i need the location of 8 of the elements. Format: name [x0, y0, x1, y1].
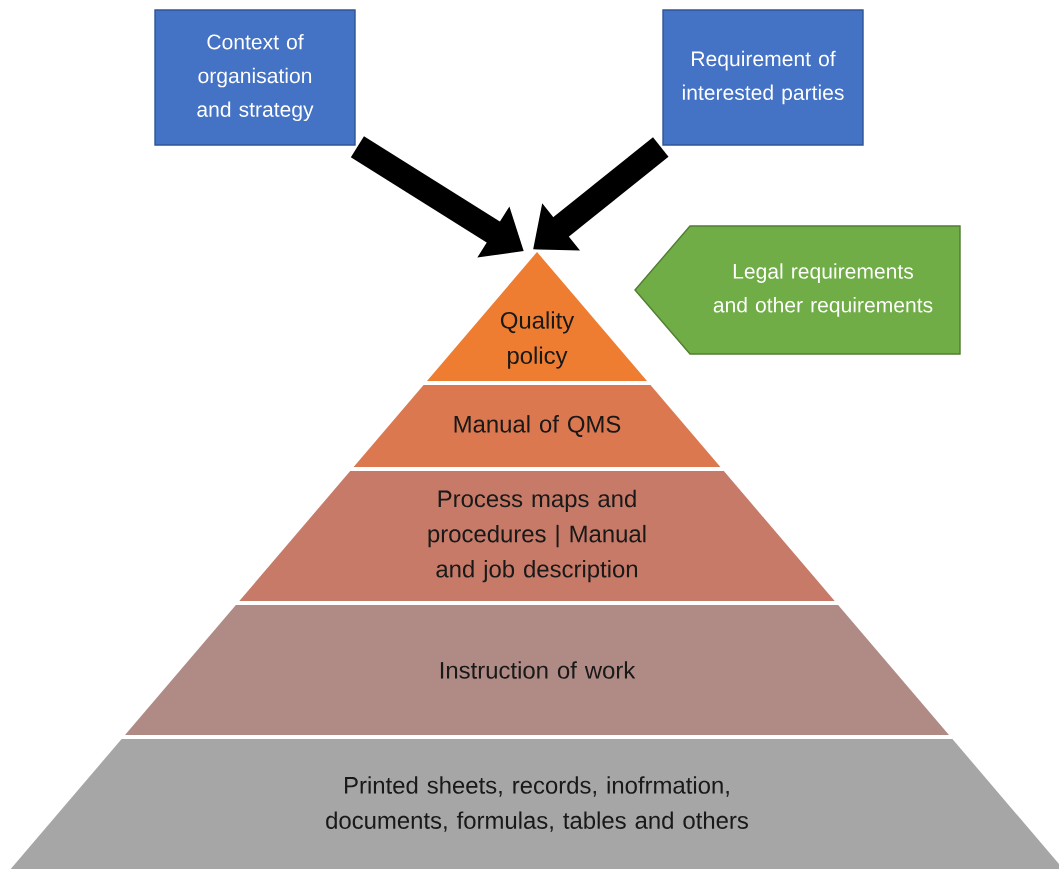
- pyramid-level: Process maps and procedures | Manual and job description: [239, 471, 835, 601]
- pyramid-level: Quality policy: [426, 252, 648, 381]
- input-box: Requirement of interested parties: [662, 9, 864, 146]
- input-box: Context of organisation and strategy: [154, 9, 356, 146]
- pyramid-level: Printed sheets, records, inofrmation, documents, formulas, tables and others: [10, 739, 1059, 869]
- arrow-tab: Legal requirements and other requirements: [634, 225, 961, 355]
- pyramid-level: Instruction of work: [125, 605, 949, 735]
- pyramid-level: Manual of QMS: [353, 385, 721, 467]
